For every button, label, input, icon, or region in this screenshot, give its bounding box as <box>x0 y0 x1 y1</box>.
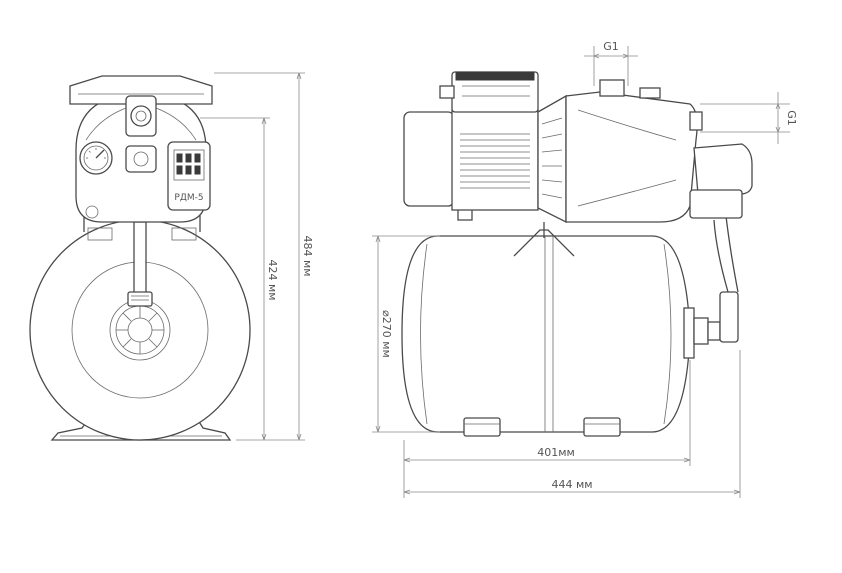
tank-length-label: 401мм <box>537 446 575 459</box>
side-dimensions: G1 G1 ⌀270 мм 401мм 444 мм <box>372 40 798 498</box>
side-view <box>401 71 753 437</box>
inlet-thread-label: G1 <box>603 40 619 53</box>
front-dimensions: 484 мм 424 мм <box>200 72 314 441</box>
pressure-switch-side <box>693 143 753 195</box>
tank-side <box>401 235 691 433</box>
motor-end-cap <box>403 111 455 207</box>
outlet-port <box>689 111 703 131</box>
switch-label: РДМ-5 <box>174 193 203 203</box>
tank-diameter-label: ⌀270 мм <box>380 310 393 358</box>
total-length-label: 444 мм <box>551 478 592 491</box>
inlet-port <box>599 79 625 97</box>
outlet-thread-label: G1 <box>785 110 798 126</box>
front-view: РДМ-5 <box>29 75 251 441</box>
body-height-label: 424 мм <box>266 259 279 300</box>
pump-volute-side <box>565 91 698 223</box>
motor-body <box>451 109 539 211</box>
total-height-label: 484 мм <box>301 235 314 276</box>
